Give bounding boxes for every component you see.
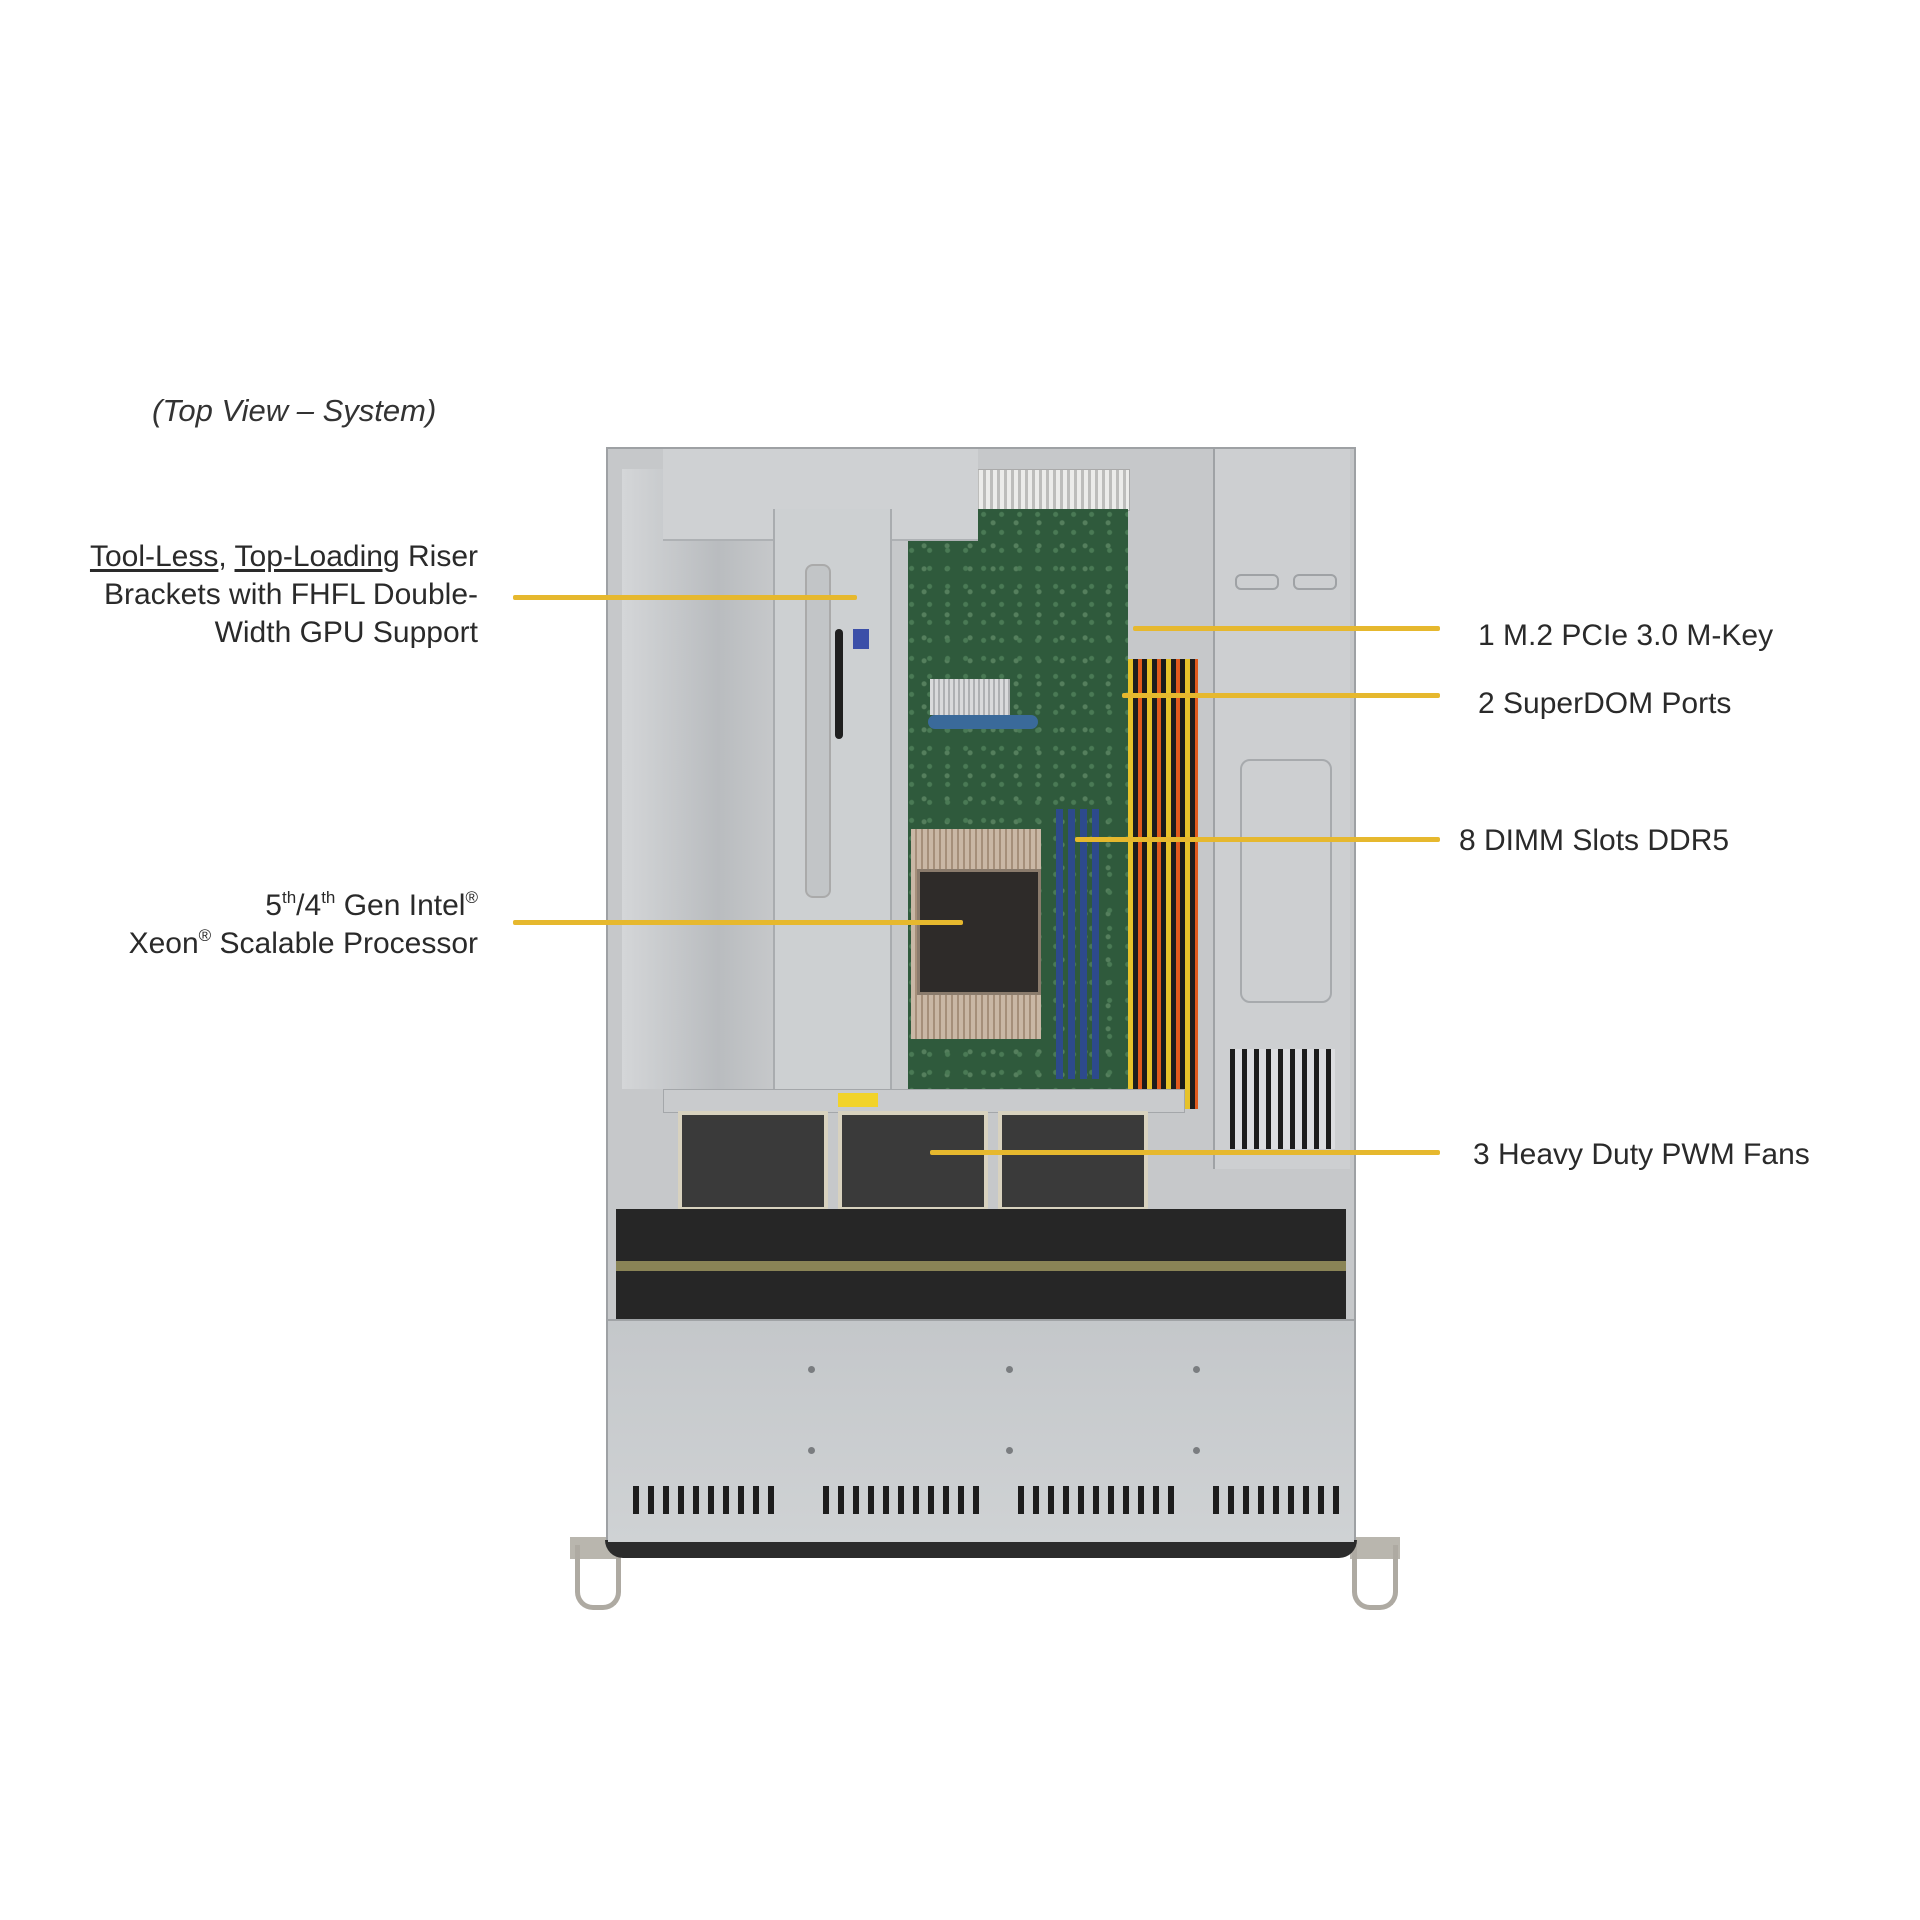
xeon: Xeon <box>128 927 199 960</box>
label-riser-line3: Width GPU Support <box>214 616 478 649</box>
screw <box>808 1366 815 1373</box>
callout-riser <box>513 595 857 600</box>
label-processor: 5th/4th Gen Intel® Xeon® Scalable Proces… <box>40 887 478 963</box>
power-cables <box>1128 659 1198 1109</box>
psu-slot <box>1235 574 1279 590</box>
gen-a: 5 <box>265 889 282 922</box>
fan <box>678 1111 828 1211</box>
label-superdom: 2 SuperDOM Ports <box>1478 687 1732 720</box>
backplane <box>616 1261 1346 1271</box>
dimm-slot <box>1068 809 1075 1079</box>
label-fans: 3 Heavy Duty PWM Fans <box>1473 1138 1810 1171</box>
view-caption: (Top View – System) <box>152 393 437 428</box>
label-riser-line2: Brackets with FHFL Double- <box>103 578 478 611</box>
power-supply <box>1213 449 1350 1169</box>
screw <box>1193 1447 1200 1454</box>
label-top-loading: Top-Loading <box>234 540 400 573</box>
screw <box>1006 1366 1013 1373</box>
label-m2: 1 M.2 PCIe 3.0 M-Key <box>1478 619 1774 652</box>
psu-vent <box>1230 1049 1335 1149</box>
screw <box>1193 1366 1200 1373</box>
vent-row <box>823 1486 988 1514</box>
label-riser-brackets: Tool-Less, Top-Loading Riser Brackets wi… <box>40 538 478 652</box>
label-tool-less: Tool-Less <box>89 540 219 573</box>
front-fan-shadow <box>605 1540 1357 1558</box>
reg-mark: ® <box>465 888 478 907</box>
gen-intel: Gen Intel <box>335 889 466 922</box>
gen-a-sup: th <box>281 888 297 907</box>
screw <box>808 1447 815 1454</box>
reg-mark: ® <box>198 926 212 945</box>
fan-array <box>678 1111 1158 1211</box>
riser-grip <box>835 629 843 739</box>
cpu-heatsink <box>911 829 1041 1039</box>
gen-b: /4 <box>296 889 322 922</box>
scalable-processor: Scalable Processor <box>211 927 478 960</box>
callout-fans <box>930 1150 1440 1155</box>
label-riser-word: Riser <box>399 540 478 573</box>
front-cover <box>608 1319 1354 1542</box>
rear-io-panel <box>968 469 1130 511</box>
callout-processor <box>513 920 963 925</box>
vent-row <box>633 1486 783 1514</box>
label-sep: , <box>218 540 235 573</box>
riser-arm <box>773 509 892 1089</box>
dimm-slot <box>1080 809 1087 1079</box>
warning-label <box>838 1093 878 1107</box>
screw <box>1006 1447 1013 1454</box>
callout-superdom <box>1122 693 1440 698</box>
handle-left <box>575 1545 621 1610</box>
riser-bracket <box>663 449 978 1089</box>
label-dimm: 8 DIMM Slots DDR5 <box>1459 824 1730 857</box>
dimm-slot <box>1092 809 1099 1079</box>
psu-slot <box>1293 574 1337 590</box>
callout-dimm <box>1075 837 1440 842</box>
riser-slot <box>805 564 831 898</box>
fan-bracket <box>663 1089 1185 1113</box>
riser-tag <box>853 629 869 649</box>
vent-row <box>1018 1486 1178 1514</box>
handle-right <box>1352 1545 1398 1610</box>
gpu-bay <box>622 469 782 1089</box>
gen-b-sup: th <box>321 888 336 907</box>
vent-row <box>1213 1486 1343 1514</box>
dimm-slot <box>1056 809 1063 1079</box>
fan <box>998 1111 1148 1211</box>
blue-cable <box>928 715 1038 729</box>
server-chassis <box>606 447 1356 1542</box>
fan <box>838 1111 988 1211</box>
psu-ridge <box>1240 759 1332 1003</box>
pch-heatsink <box>930 679 1010 715</box>
callout-m2 <box>1133 626 1440 631</box>
cpu-plate <box>917 869 1041 995</box>
